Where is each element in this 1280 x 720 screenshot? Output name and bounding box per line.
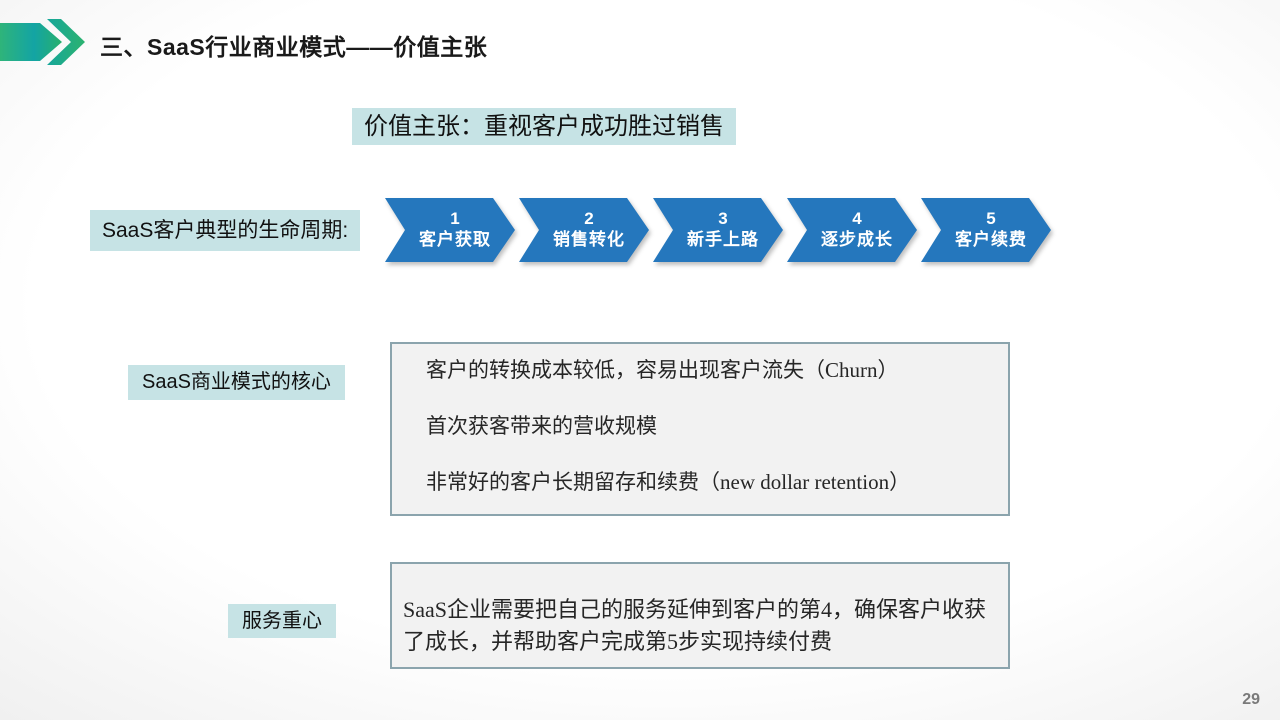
core-point: 首次获客带来的营收规模 [426, 414, 657, 438]
step-label: 客户获取 [419, 230, 491, 249]
page-number: 29 [1242, 691, 1260, 708]
core-points-box: 客户的转换成本较低，容易出现客户流失（Churn） 首次获客带来的营收规模 非常… [390, 342, 1010, 516]
core-point: 非常好的客户长期留存和续费（new dollar retention） [426, 470, 911, 494]
step-label: 新手上路 [687, 230, 759, 249]
step-label: 客户续费 [955, 230, 1027, 249]
step-label: 销售转化 [553, 230, 625, 249]
lifecycle-step-2: 2 销售转化 [519, 198, 649, 262]
service-focus-label: 服务重心 [228, 604, 336, 638]
lifecycle-steps: 1 客户获取 2 销售转化 3 新手上路 4 逐步成长 5 客户续费 [385, 198, 1055, 262]
value-proposition-banner: 价值主张：重视客户成功胜过销售 [352, 108, 736, 145]
step-number: 4 [852, 209, 862, 228]
step-number: 1 [450, 209, 460, 228]
lifecycle-step-3: 3 新手上路 [653, 198, 783, 262]
step-number: 3 [718, 209, 728, 228]
lifecycle-step-1: 1 客户获取 [385, 198, 515, 262]
page-title: 三、SaaS行业商业模式——价值主张 [100, 34, 488, 60]
service-focus-box: SaaS企业需要把自己的服务延伸到客户的第4，确保客户收获了成长，并帮助客户完成… [390, 562, 1010, 669]
lifecycle-step-4: 4 逐步成长 [787, 198, 917, 262]
header-arrow-icon [0, 19, 85, 65]
core-label: SaaS商业模式的核心 [128, 365, 345, 400]
lifecycle-step-5: 5 客户续费 [921, 198, 1051, 262]
step-number: 2 [584, 209, 594, 228]
step-label: 逐步成长 [821, 230, 893, 249]
step-number: 5 [986, 209, 996, 228]
core-point: 客户的转换成本较低，容易出现客户流失（Churn） [426, 358, 899, 382]
lifecycle-label: SaaS客户典型的生命周期: [90, 210, 361, 251]
